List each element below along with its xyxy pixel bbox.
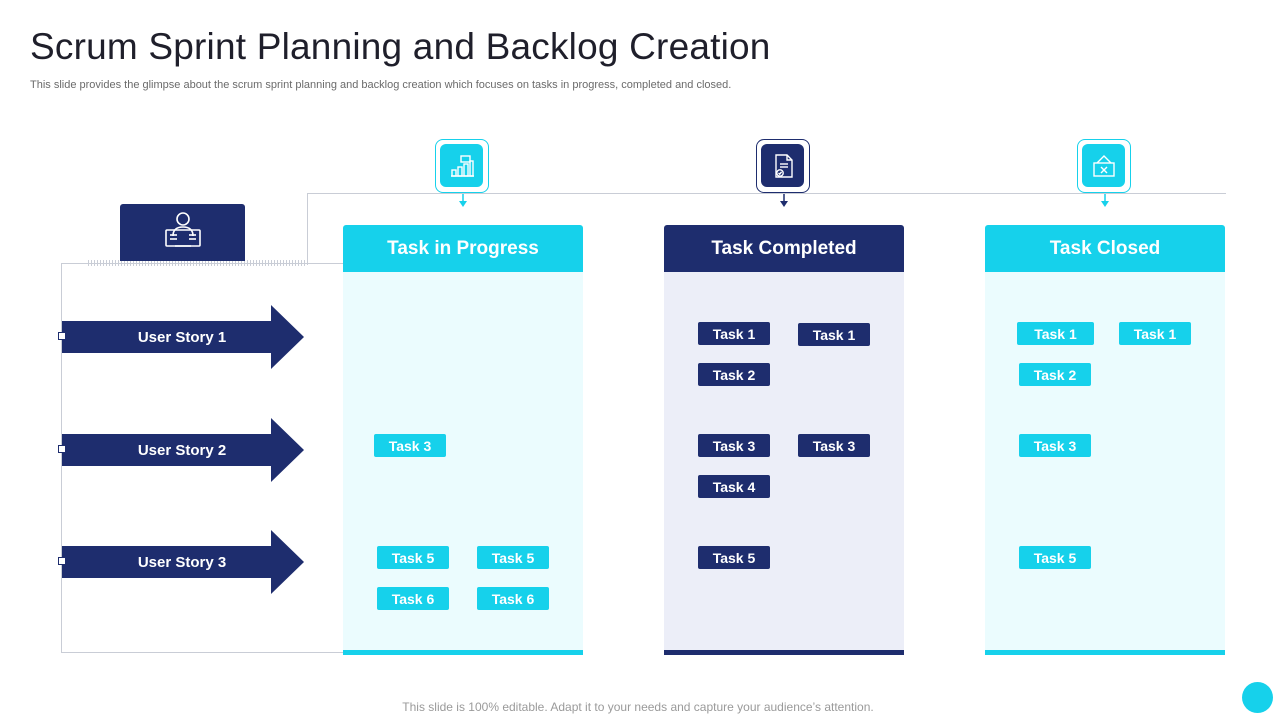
user-story-arrow: User Story 1: [58, 305, 304, 369]
task-card: Task 1: [1119, 322, 1191, 345]
task-card: Task 3: [1019, 434, 1091, 457]
story-node: [58, 332, 66, 340]
task-card: Task 1: [798, 323, 870, 346]
column-title: Task Closed: [985, 225, 1225, 272]
column-footer-bar: [664, 650, 904, 655]
task-card: Task 2: [698, 363, 770, 386]
task-card: Task 3: [698, 434, 770, 457]
in-progress-icon-box: [435, 139, 489, 193]
story-node: [58, 445, 66, 453]
closed-sign-icon: [1082, 144, 1125, 187]
task-card: Task 3: [798, 434, 870, 457]
task-card: Task 5: [477, 546, 549, 569]
task-card: Task 5: [698, 546, 770, 569]
column-task-closed: Task Closed Task 1 Task 1 Task 2 Task 3 …: [985, 225, 1225, 655]
task-card: Task 1: [1017, 322, 1094, 345]
column-footer-bar: [985, 650, 1225, 655]
user-story-label: User Story 2: [137, 441, 227, 459]
task-card: Task 5: [1019, 546, 1091, 569]
task-card: Task 3: [374, 434, 446, 457]
slide-title: Scrum Sprint Planning and Backlog Creati…: [30, 26, 771, 67]
task-card: Task 6: [477, 587, 549, 610]
corner-circle: [1242, 682, 1273, 713]
column-task-in-progress: Task in Progress Task 3 Task 5 Task 5 Ta…: [343, 225, 583, 655]
column-footer-bar: [343, 650, 583, 655]
task-card: Task 1: [698, 322, 770, 345]
user-story-header: [120, 204, 245, 261]
column-title: Task in Progress: [343, 225, 583, 272]
column-task-completed: Task Completed Task 1 Task 1 Task 2 Task…: [664, 225, 904, 655]
ruler-divider: [88, 260, 306, 266]
pointer-arrow-icon: [1101, 194, 1109, 207]
task-card: Task 6: [377, 587, 449, 610]
user-story-label: User Story 3: [137, 553, 227, 571]
document-check-icon: [761, 144, 804, 187]
slide-subtitle: This slide provides the glimpse about th…: [30, 79, 732, 91]
pointer-arrow-icon: [459, 194, 467, 207]
user-story-arrow: User Story 2: [58, 418, 304, 482]
connector-line: [308, 193, 1226, 194]
pointer-arrow-icon: [780, 194, 788, 207]
connector-line: [307, 193, 308, 265]
task-card: Task 2: [1019, 363, 1091, 386]
user-story-arrow: User Story 3: [58, 530, 304, 594]
growth-chart-icon: [440, 144, 483, 187]
story-node: [58, 557, 66, 565]
task-card: Task 5: [377, 546, 449, 569]
column-title: Task Completed: [664, 225, 904, 272]
completed-icon-box: [756, 139, 810, 193]
user-story-label: User Story 1: [137, 328, 227, 346]
presenter-icon: [161, 210, 205, 255]
task-card: Task 4: [698, 475, 770, 498]
slide-footer-note: This slide is 100% editable. Adapt it to…: [402, 700, 874, 714]
closed-icon-box: [1077, 139, 1131, 193]
